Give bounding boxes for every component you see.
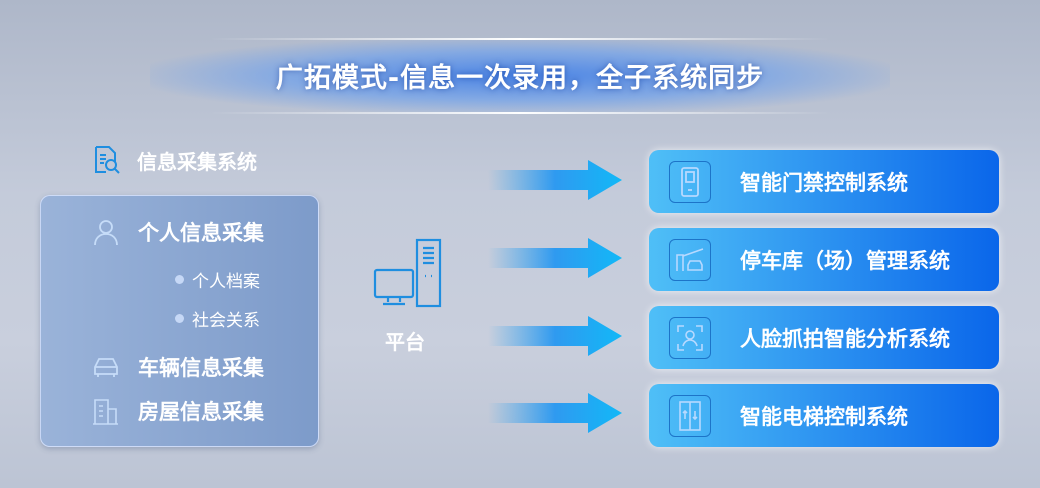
system-label: 人脸抓拍智能分析系统 — [740, 326, 950, 351]
sub-item-label: 个人档案 — [192, 272, 260, 292]
system-card-access-control[interactable]: 智能门禁控制系统 — [649, 150, 999, 213]
person-icon — [94, 220, 118, 246]
document-search-icon — [95, 146, 120, 174]
access-door-icon — [681, 166, 699, 197]
elevator-icon — [679, 400, 701, 431]
car-icon — [94, 358, 118, 377]
arrow-icon — [488, 238, 622, 278]
face-scan-icon — [677, 324, 703, 351]
parking-barrier-icon — [676, 247, 704, 271]
sub-item[interactable]: 社会关系 — [175, 306, 260, 331]
bullet-icon — [175, 314, 184, 323]
arrow-icon — [488, 160, 622, 200]
computer-server-icon — [373, 238, 442, 308]
arrow-icon — [488, 393, 622, 433]
bullet-icon — [175, 275, 184, 284]
system-label: 停车库（场）管理系统 — [740, 248, 950, 273]
title-banner: 广拓模式-信息一次录用，全子系统同步 — [150, 38, 890, 114]
sub-item-label: 社会关系 — [192, 311, 260, 331]
sub-item[interactable]: 个人档案 — [175, 267, 260, 292]
building-icon — [93, 399, 118, 425]
collection-header: 信息采集系统 — [93, 145, 257, 175]
system-label: 智能门禁控制系统 — [740, 170, 908, 195]
arrow-icon — [488, 316, 622, 356]
collection-item-label: 车辆信息采集 — [138, 356, 264, 380]
collection-item-vehicle[interactable]: 车辆信息采集 — [92, 352, 264, 382]
system-card-face-capture[interactable]: 人脸抓拍智能分析系统 — [649, 306, 999, 369]
collection-item-person[interactable]: 个人信息采集 — [92, 217, 264, 247]
page-title: 广拓模式-信息一次录用，全子系统同步 — [275, 63, 765, 94]
collection-header-label: 信息采集系统 — [137, 149, 257, 174]
system-label: 智能电梯控制系统 — [740, 404, 908, 429]
system-card-parking[interactable]: 停车库（场）管理系统 — [649, 228, 999, 291]
collection-item-label: 个人信息采集 — [138, 221, 264, 245]
collection-item-housing[interactable]: 房屋信息采集 — [92, 396, 264, 426]
platform-label: 平台 — [385, 330, 425, 354]
system-card-elevator[interactable]: 智能电梯控制系统 — [649, 384, 999, 447]
collection-item-label: 房屋信息采集 — [138, 400, 264, 424]
